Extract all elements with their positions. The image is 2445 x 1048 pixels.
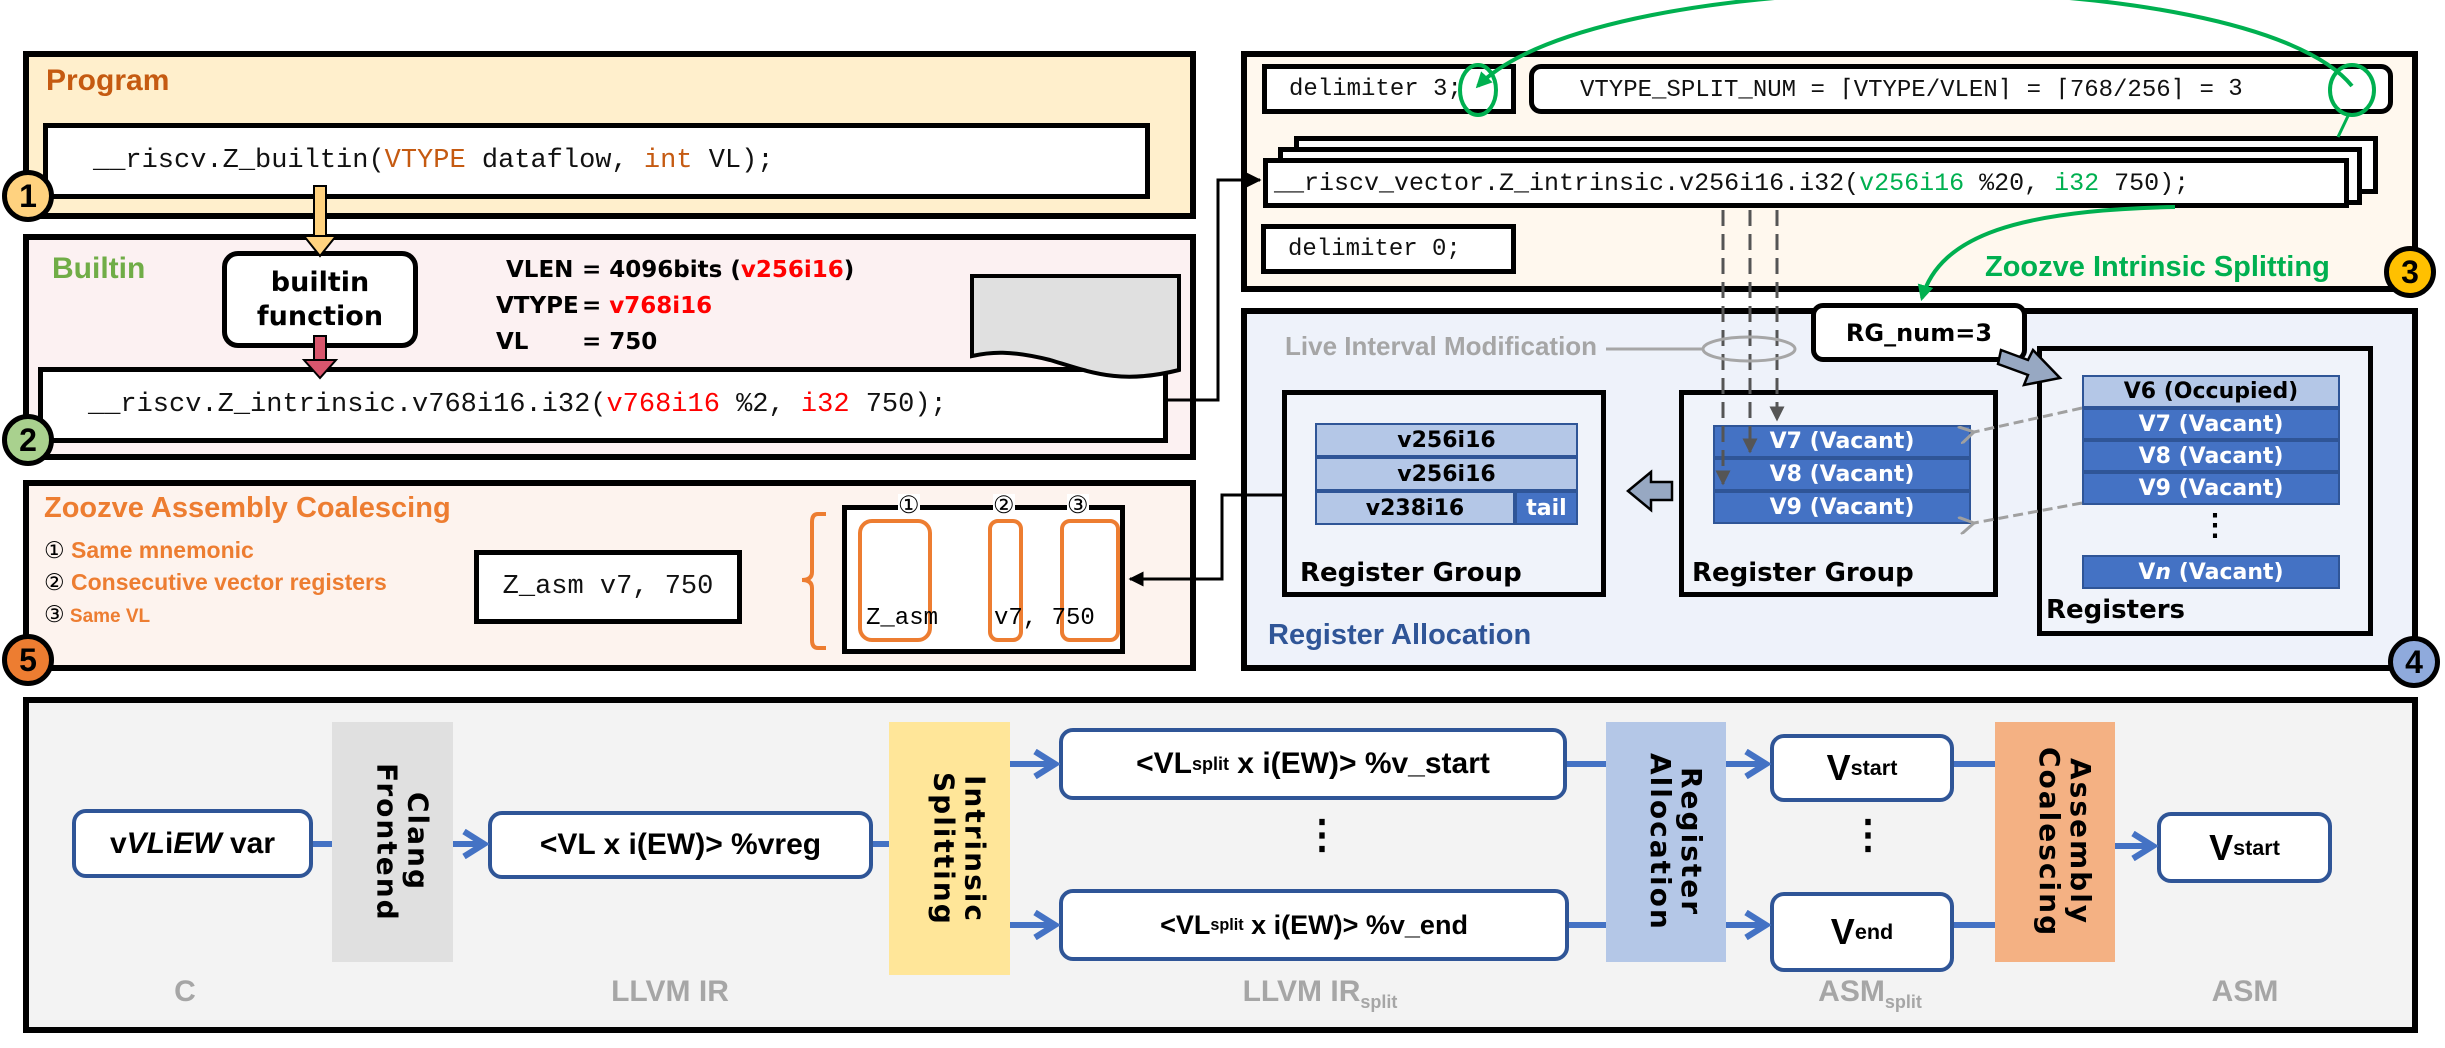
register-cell: V7 (Vacant) xyxy=(2082,408,2340,440)
register-allocation-title: Register Allocation xyxy=(1268,619,1532,651)
split-num-result: 3 xyxy=(2228,75,2243,103)
stage-label-asm: ASM xyxy=(2211,975,2279,1008)
llvm-ir-box: <VL x i(EW)> %vreg xyxy=(488,811,873,879)
delimiter-count: 3 xyxy=(1433,75,1448,103)
stage-label-asm-split: ASMsplit xyxy=(1818,975,1922,1012)
stage-intrinsic-splitting: Intrinsic Splitting xyxy=(889,722,1010,975)
code-prefix: __riscv.Z_builtin( xyxy=(93,146,385,176)
step-badge-1: 1 xyxy=(2,170,54,222)
rule-3: ③ Same VL xyxy=(44,601,151,627)
step-badge-5: 5 xyxy=(2,634,54,686)
registers-label: Registers xyxy=(2046,595,2186,625)
rg-num-box: RG_num=3 xyxy=(1811,303,2027,362)
register-cell: V8 (Vacant) xyxy=(2082,440,2340,472)
builtin-call-code: __riscv.Z_builtin(VTYPE dataflow, int VL… xyxy=(43,123,1150,199)
stage-label-llvm-ir: LLVM IR xyxy=(611,975,729,1008)
result-cell: v256i16 xyxy=(1315,423,1578,457)
rule-circle-marker-3: ③ xyxy=(1067,492,1089,519)
code-middle: %2, xyxy=(719,390,801,420)
builtin-function-line1: builtin xyxy=(270,266,370,298)
builtin-function-box: builtin function xyxy=(222,251,418,348)
tail-cell: tail xyxy=(1515,491,1578,525)
asm-vdots: ⋮ xyxy=(1848,813,1888,857)
rule-circle-marker-2: ② xyxy=(993,492,1015,519)
vacant-cell: V8 (Vacant) xyxy=(1713,458,1971,491)
code-type-1: v768i16 xyxy=(606,390,720,420)
live-interval-label: Live Interval Modification xyxy=(1285,331,1598,361)
code-suffix: 750); xyxy=(849,390,947,420)
register-occupied: V6 (Occupied) xyxy=(2082,375,2340,408)
builtin-title: Builtin xyxy=(52,252,146,285)
split-vdots: ⋮ xyxy=(1302,813,1342,857)
step-badge-2: 2 xyxy=(2,414,54,466)
vl-highlight xyxy=(1060,519,1120,642)
result-cell: v256i16 xyxy=(1315,457,1578,491)
builtin-params: VLEN= 4096bits (v256i16) VTYPE= v768i16 … xyxy=(478,252,854,360)
program-title: Program xyxy=(46,64,170,97)
split-intrinsic-code: __riscv_vector.Z_intrinsic.v256i16.i32(v… xyxy=(1263,158,2349,208)
mnemonic-highlight xyxy=(858,519,932,642)
code-int-keyword: int xyxy=(643,146,693,176)
stage-assembly-coalescing: Assembly Coalescing xyxy=(1995,722,2115,962)
param-vlen: VLEN= 4096bits (v256i16) xyxy=(506,257,855,283)
stage-clang-frontend: Clang Frontend xyxy=(332,722,453,962)
result-group-label: Register Group xyxy=(1300,558,1522,588)
code-suffix: VL); xyxy=(692,146,774,176)
coalescing-title: Zoozve Assembly Coalescing xyxy=(44,492,451,524)
stage-register-allocation: Register Allocation xyxy=(1606,722,1726,962)
vacant-cell: V9 (Vacant) xyxy=(1713,491,1971,524)
stage-label-llvm-ir-split: LLVM IRsplit xyxy=(1242,975,1398,1012)
coalescing-rules: ① Same mnemonic ② Consecutive vector reg… xyxy=(44,534,387,633)
step-badge-4: 4 xyxy=(2388,636,2440,688)
delimiter-start-box: delimiter 3; xyxy=(1262,64,1516,114)
register-cell: V9 (Vacant) xyxy=(2082,472,2340,505)
result-cell: v238i16 xyxy=(1315,491,1515,525)
split-num-formula-box: VTYPE_SPLIT_NUM = ⌈VTYPE/VLEN⌉ = ⌈768/25… xyxy=(1529,64,2393,114)
register-highlight xyxy=(988,519,1023,642)
code-type-2: i32 xyxy=(800,390,850,420)
code-type-keyword: VTYPE xyxy=(384,146,466,176)
splitting-title: Zoozve Intrinsic Splitting xyxy=(1985,251,2330,283)
step-badge-3: 3 xyxy=(2384,246,2436,298)
rule-circle-marker-1: ① xyxy=(898,492,920,519)
code-prefix: __riscv.Z_intrinsic.v768i16.i32( xyxy=(88,390,607,420)
asm-group-box xyxy=(842,505,1125,654)
code-middle: dataflow, xyxy=(465,146,644,176)
coalesced-result-box: Z_asm v7, 750 xyxy=(474,550,742,624)
param-vtype: VTYPE= v768i16 xyxy=(496,293,713,319)
vacant-group-label: Register Group xyxy=(1692,558,1914,588)
stage-label-c: C xyxy=(174,975,196,1008)
registers-ellipsis: ⋮ xyxy=(2200,509,2230,542)
intrinsic-call-code: __riscv.Z_intrinsic.v768i16.i32(v768i16 … xyxy=(38,367,1168,443)
vacant-cell: V7 (Vacant) xyxy=(1713,425,1971,458)
builtin-function-line2: function xyxy=(256,300,384,332)
param-vl: VL= 750 xyxy=(496,329,658,355)
rule-1: ① Same mnemonic xyxy=(44,537,254,563)
delimiter-end-box: delimiter 0; xyxy=(1261,224,1516,274)
rule-2: ② Consecutive vector registers xyxy=(44,569,387,595)
